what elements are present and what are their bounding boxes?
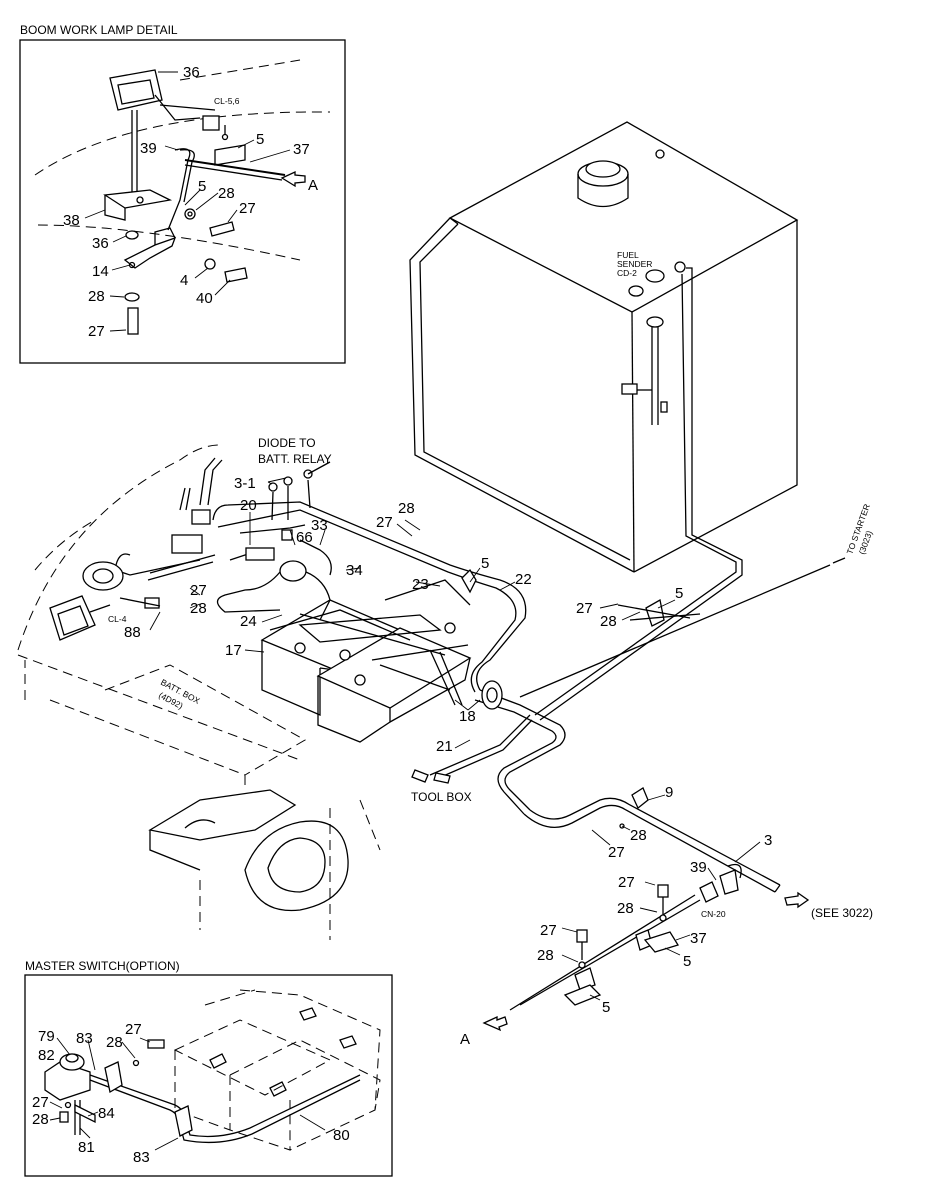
battery-relay-and-wiring: CL-4 TOOL BOX — [49, 457, 533, 804]
part-40-label: 40 — [196, 290, 213, 307]
part-28-label-b: 28 — [88, 288, 105, 305]
fuel-sender-label-3: CD-2 — [617, 268, 637, 278]
connector-cl4-label: CL-4 — [108, 614, 127, 624]
master-switch-caption: MASTER SWITCH(OPTION) — [25, 959, 180, 973]
part-3-1-label: 3-1 — [234, 475, 256, 492]
diode-label-2: BATT. RELAY — [258, 452, 332, 466]
part-18-label: 18 — [459, 708, 476, 725]
part-24-label: 24 — [240, 613, 257, 630]
part-3-label: 3 — [764, 832, 772, 849]
part-27-branch-label: 27 — [618, 874, 635, 891]
part-82-label: 82 — [38, 1047, 55, 1064]
master-switch-frame — [24, 974, 393, 1177]
work-lamp-icon — [109, 69, 220, 131]
part-28-main-label: 28 — [398, 500, 415, 517]
connector-cn20-label: CN-20 — [701, 909, 726, 919]
part-81-label: 81 — [78, 1139, 95, 1156]
main-part-labels: DIODE TO BATT. RELAY 3-1 20 — [124, 436, 772, 1016]
part-28-tank-label: 28 — [600, 613, 617, 630]
batteries — [260, 579, 472, 743]
part-5-main-label: 5 — [481, 555, 489, 572]
part-37-label: 37 — [293, 141, 310, 158]
boom-work-lamp-detail-inset: BOOM WORK LAMP DETAIL — [19, 23, 346, 364]
part-27-switch-label-b: 27 — [32, 1094, 49, 1111]
boom-lamp-detail-frame — [19, 39, 346, 364]
part-5-tank-label: 5 — [675, 585, 683, 602]
part-23-label: 23 — [412, 576, 429, 593]
part-38-label: 38 — [63, 212, 80, 229]
part-27-lower-label: 27 — [540, 922, 557, 939]
part-28-label: 28 — [218, 185, 235, 202]
part-5-label-b: 5 — [198, 178, 206, 195]
arrow-a-label-bottom: A — [460, 1031, 470, 1048]
part-22-label: 22 — [515, 571, 532, 588]
part-4-label: 4 — [180, 272, 188, 289]
master-switch-icon — [44, 1053, 91, 1101]
part-88-label: 88 — [124, 624, 141, 641]
part-28-left-label: 28 — [190, 600, 207, 617]
fuel-sender-label-2: SENDER — [617, 259, 652, 269]
part-80-label: 80 — [333, 1127, 350, 1144]
part-28-clamp-label: 28 — [630, 827, 647, 844]
part-28-switch-label: 28 — [106, 1034, 123, 1051]
master-switch-inset: MASTER SWITCH(OPTION) — [24, 959, 393, 1177]
fuel-sender-label-1: FUEL — [617, 250, 639, 260]
see-3022-label: (SEE 3022) — [811, 906, 873, 920]
diode-label-1: DIODE TO — [258, 436, 316, 450]
part-37-main-label: 37 — [690, 930, 707, 947]
part-27-left-label: 27 — [190, 582, 207, 599]
part-28-lower-label: 28 — [537, 947, 554, 964]
fuel-tank: FUEL SENDER CD-2 — [409, 121, 799, 721]
tool-box-label: TOOL BOX — [411, 790, 472, 804]
part-9-label: 9 — [665, 784, 673, 801]
part-27-clamp-label: 27 — [608, 844, 625, 861]
part-27-label-b: 27 — [88, 323, 105, 340]
boom-lamp-detail-caption: BOOM WORK LAMP DETAIL — [20, 23, 178, 37]
part-83-label: 83 — [76, 1030, 93, 1047]
part-36-label: 36 — [183, 64, 200, 81]
part-27-main-label: 27 — [376, 514, 393, 531]
part-14-label: 14 — [92, 263, 109, 280]
part-5-branch-label: 5 — [683, 953, 691, 970]
arrow-a-label-top: A — [308, 177, 318, 194]
main-wiring-harness: TO STARTER (3023) — [212, 501, 874, 893]
upper-structure-outline: BATT. BOX (4D92) — [17, 444, 381, 940]
part-66-label: 66 — [296, 529, 313, 546]
part-27-tank-label: 27 — [576, 600, 593, 617]
part-27-switch-label: 27 — [125, 1021, 142, 1038]
harness-branch-detail: CN-20 A (SEE 3022) — [460, 863, 873, 1048]
part-5-label: 5 — [256, 131, 264, 148]
part-5-lower-label: 5 — [602, 999, 610, 1016]
part-20-label: 20 — [240, 497, 257, 514]
connector-cl56-label: CL-5,6 — [214, 96, 240, 106]
part-27-label: 27 — [239, 200, 256, 217]
left-work-lamp-icon — [49, 595, 111, 641]
part-17-label: 17 — [225, 642, 242, 659]
part-21-label: 21 — [436, 738, 453, 755]
part-36-label-b: 36 — [92, 235, 109, 252]
part-39-label: 39 — [140, 140, 157, 157]
part-84-label: 84 — [98, 1105, 115, 1122]
part-34-label: 34 — [346, 562, 363, 579]
part-28-branch-label: 28 — [617, 900, 634, 917]
part-83-label-b: 83 — [133, 1149, 150, 1166]
part-79-label: 79 — [38, 1028, 55, 1045]
part-33-label: 33 — [311, 517, 328, 534]
part-39-main-label: 39 — [690, 859, 707, 876]
part-28-switch-label-b: 28 — [32, 1111, 49, 1128]
